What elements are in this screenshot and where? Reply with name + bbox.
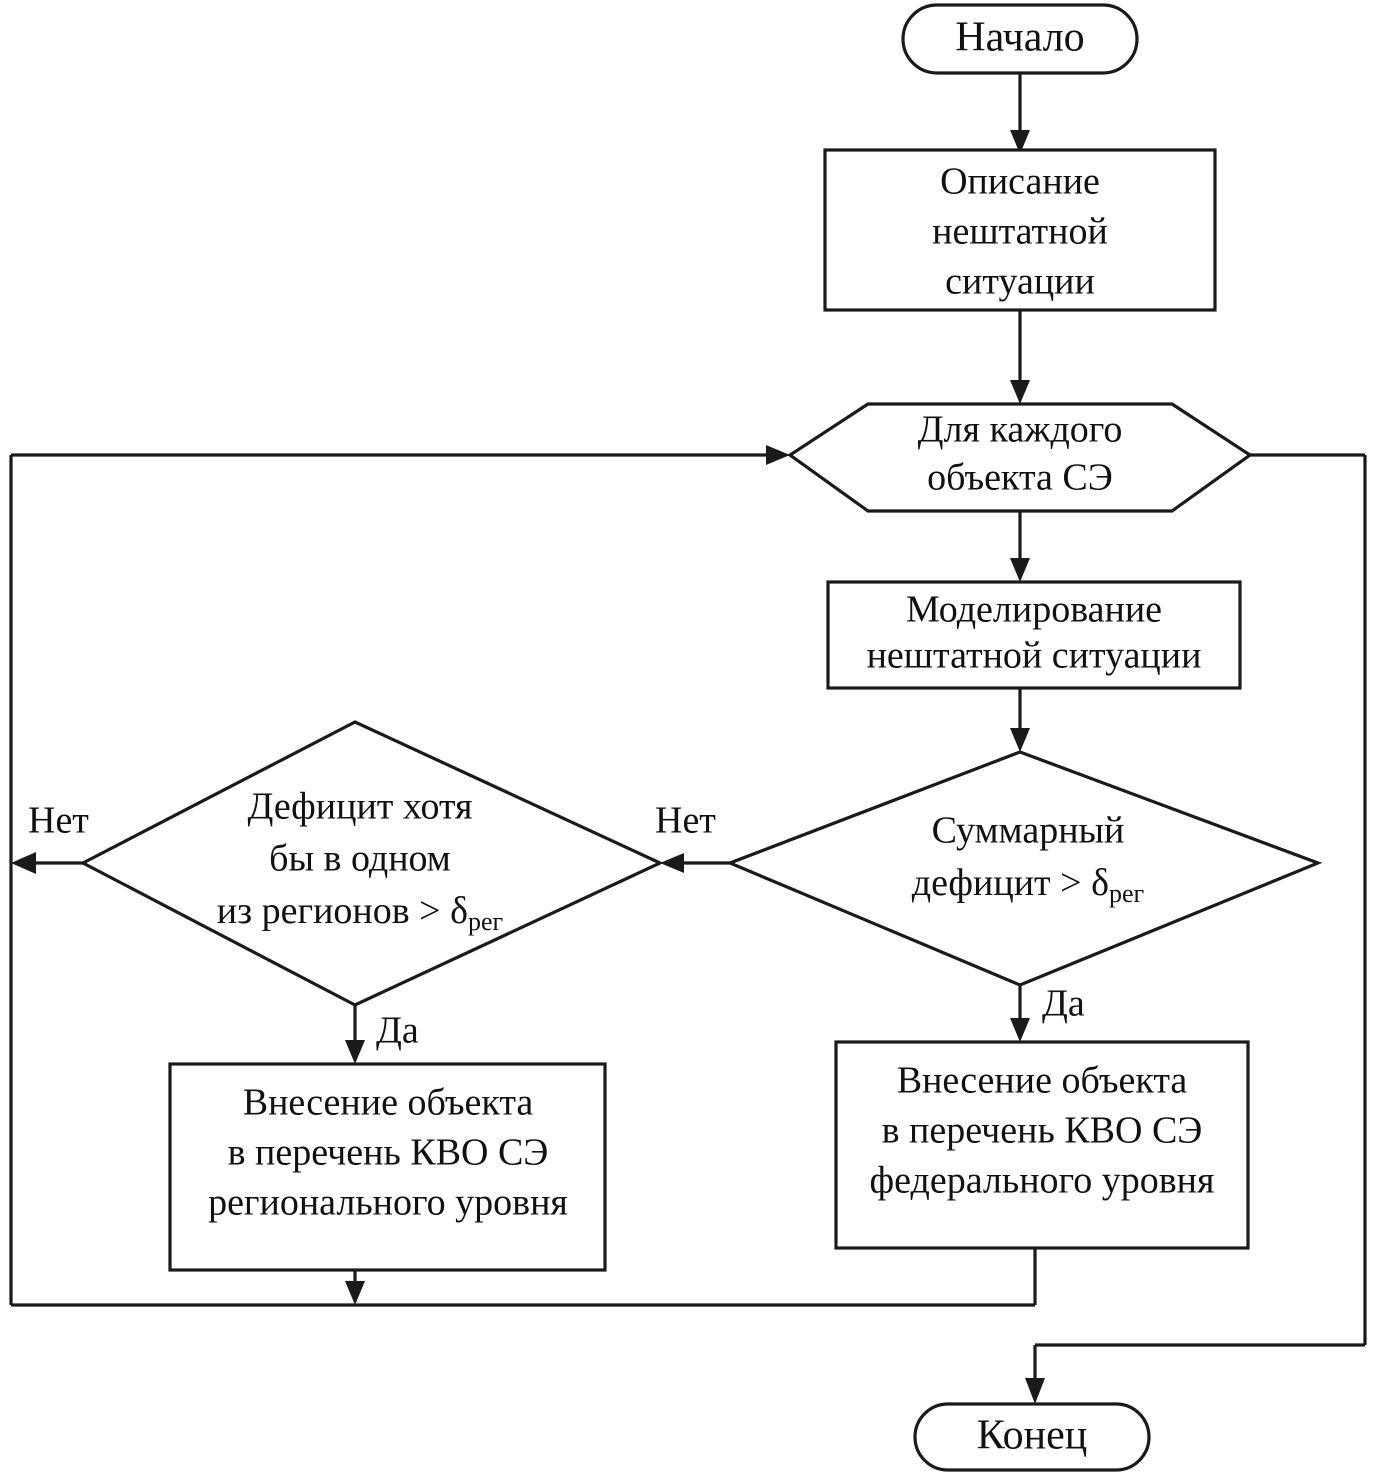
node-decision-region-line-3-prefix: из регионов > δ [217, 890, 468, 932]
node-add-federal[interactable] [834, 1040, 1250, 1250]
node-model[interactable] [826, 580, 1242, 690]
node-decision-region[interactable] [79, 720, 664, 1007]
edge-label-yes-left: Да [376, 1010, 419, 1052]
node-decision-total[interactable] [725, 750, 1323, 987]
node-add-regional-line-1: Внесение объекта [243, 1082, 534, 1124]
node-loop-line-2: объекта СЭ [927, 457, 1113, 499]
arrowhead-loop-to-model [1010, 558, 1030, 582]
arrowhead-left-rail-to-loop [766, 445, 790, 465]
node-describe[interactable] [823, 148, 1217, 312]
edge-label-no-left: Нет [28, 800, 89, 842]
arrowhead-region-yes-to-add-regional [345, 1040, 365, 1064]
node-describe-line-3: ситуации [945, 261, 1095, 303]
node-start-label: Начало [955, 15, 1084, 61]
node-add-federal-line-1: Внесение объекта [897, 1060, 1188, 1102]
node-add-regional-line-3: регионального уровня [208, 1182, 568, 1224]
arrowhead-total-yes-to-add-federal [1010, 1018, 1030, 1042]
node-add-regional[interactable] [168, 1062, 607, 1272]
node-add-regional-line-2: в перечень КВО СЭ [228, 1132, 549, 1174]
arrowhead-start-to-describe [1010, 130, 1030, 154]
arrowhead-region-no-to-rail [11, 852, 36, 874]
node-decision-total-line-1: Суммарный [932, 810, 1125, 852]
node-end-label: Конец [977, 1413, 1088, 1459]
node-decision-region-line-2: бы в одном [269, 838, 451, 880]
node-decision-total-line-2-prefix: дефицит > δ [912, 862, 1109, 904]
edge-label-yes-right: Да [1042, 983, 1085, 1025]
arrowhead-model-to-decision-total [1010, 728, 1030, 752]
node-add-federal-line-2: в перечень КВО СЭ [882, 1110, 1203, 1152]
arrowhead-describe-to-loop [1010, 380, 1030, 404]
arrowhead-add-regional-to-rail [345, 1281, 365, 1305]
arrowhead-total-no-to-region [660, 853, 684, 873]
node-loop[interactable] [787, 402, 1253, 513]
node-decision-region-line-3: из регионов > δрег [217, 890, 503, 936]
node-decision-region-line-1: Дефицит хотя [247, 786, 472, 828]
node-model-line-1: Моделирование [906, 589, 1162, 631]
node-model-line-2: нештатной ситуации [867, 635, 1202, 677]
node-describe-line-2: нештатной [932, 211, 1108, 253]
node-decision-total-line-2: дефицит > δрег [912, 862, 1144, 908]
node-start[interactable] [901, 3, 1139, 75]
node-describe-line-1: Описание [940, 161, 1100, 203]
edge-label-no-middle: Нет [655, 800, 716, 842]
node-decision-region-line-3-subscript: рег [468, 907, 503, 936]
arrowhead-to-end [1025, 1378, 1045, 1404]
node-loop-line-1: Для каждого [918, 409, 1123, 451]
node-add-federal-line-3: федерального уровня [870, 1160, 1215, 1202]
node-end[interactable] [913, 1402, 1151, 1472]
node-decision-total-line-2-subscript: рег [1109, 879, 1144, 908]
